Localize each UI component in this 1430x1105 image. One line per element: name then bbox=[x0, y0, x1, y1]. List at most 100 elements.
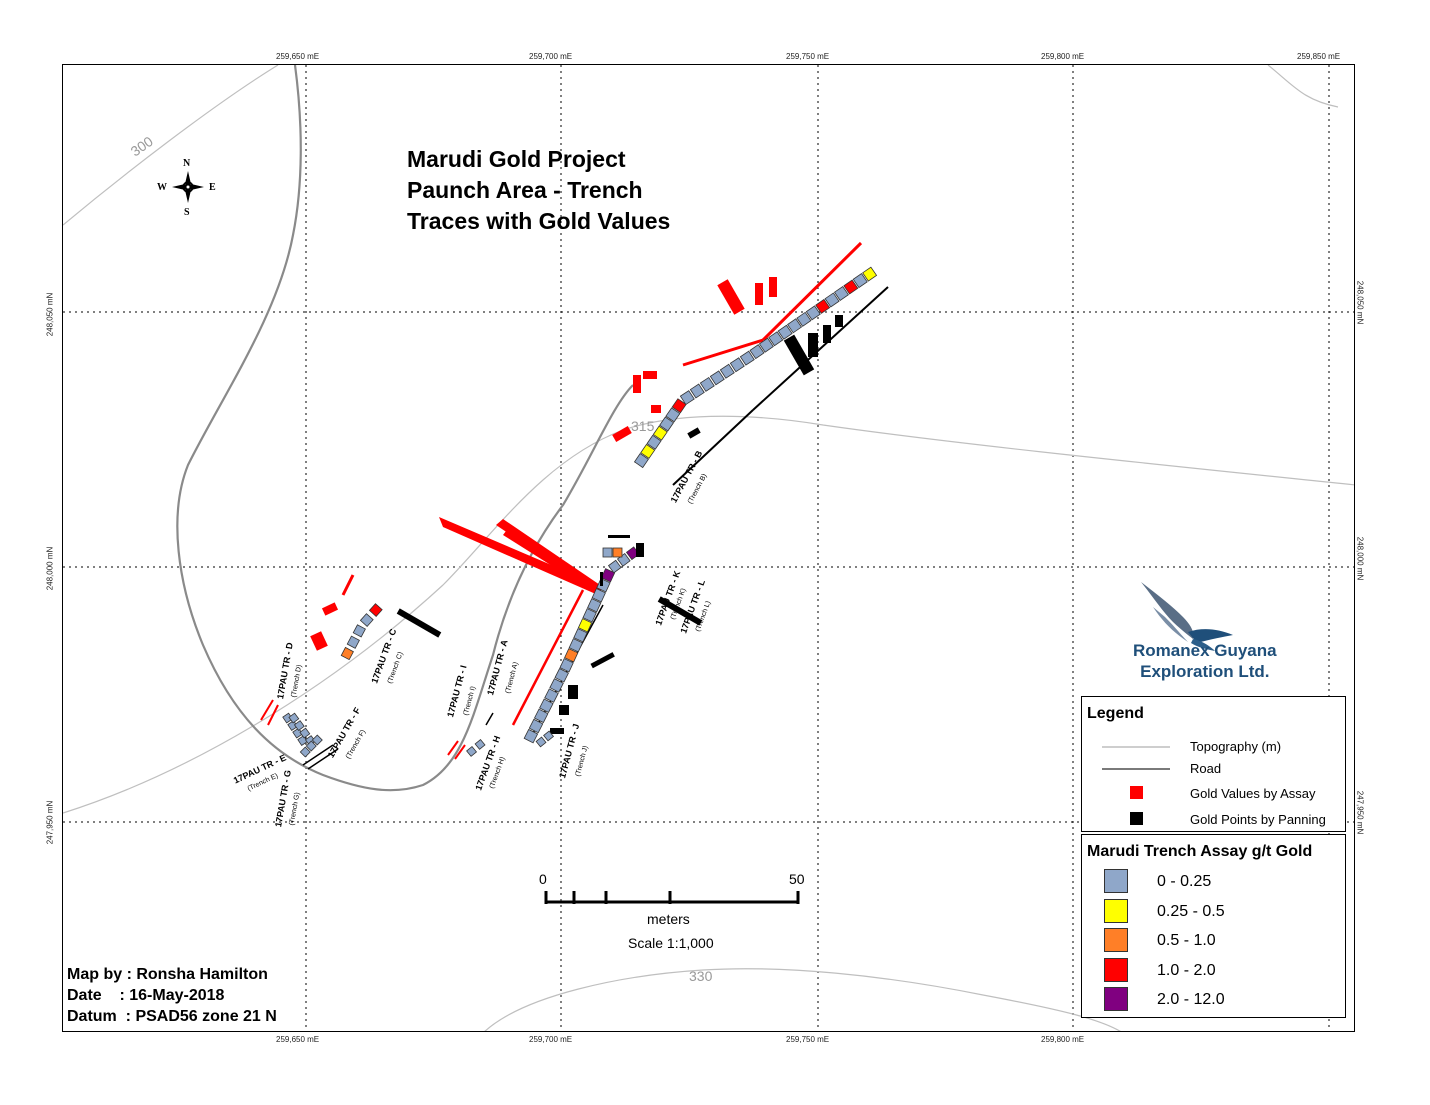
scale-bar-graphic bbox=[544, 891, 800, 904]
black-square-icon bbox=[1130, 812, 1143, 825]
trench-sample-square bbox=[564, 648, 579, 663]
trench-sample-square bbox=[652, 425, 668, 441]
contour-label-300: 300 bbox=[128, 133, 156, 160]
compass-icon bbox=[172, 171, 204, 203]
trench-west-samples bbox=[282, 712, 323, 758]
trench-sample-square bbox=[474, 738, 486, 750]
company-logo-text: Romanex Guyana Exploration Ltd. bbox=[1133, 640, 1277, 682]
scale-end-label: 50 bbox=[789, 871, 805, 887]
trench-sample-square bbox=[739, 350, 755, 366]
topography-line-icon bbox=[1102, 746, 1170, 748]
trench-sample-square bbox=[679, 390, 695, 406]
trench-sample-square bbox=[359, 613, 374, 627]
easting-label-top: 259,850 mE bbox=[1297, 52, 1341, 61]
trench-sample-square bbox=[796, 311, 812, 327]
map-title-line-1: Marudi Gold Project bbox=[407, 146, 626, 172]
northing-label-left: 248,050 mN bbox=[45, 292, 55, 337]
scale-ratio-label: Scale 1:1,000 bbox=[628, 935, 714, 951]
legend-panel: Legend Topography (m) Road Gold Values b… bbox=[1081, 696, 1346, 832]
trench-sample-square bbox=[833, 285, 849, 301]
assay-legend-panel: Marudi Trench Assay g/t Gold 0 - 0.25 0.… bbox=[1081, 834, 1346, 1018]
legend-label: Gold Values by Assay bbox=[1190, 786, 1316, 801]
trench-sample-square bbox=[573, 628, 588, 643]
eagle-logo-icon bbox=[1141, 582, 1233, 651]
trench-sample-square bbox=[671, 398, 687, 414]
map-frame: 300 315 330 bbox=[62, 64, 1355, 1032]
assay-class-label: 1.0 - 2.0 bbox=[1157, 962, 1216, 979]
compass-west-label: W bbox=[157, 182, 167, 193]
trench-sample-square bbox=[749, 344, 765, 360]
easting-label-top: 259,800 mE bbox=[1041, 52, 1085, 61]
trench-sample-square bbox=[523, 728, 539, 744]
trench-sample-square bbox=[535, 736, 547, 748]
trench-sample-square bbox=[729, 357, 745, 373]
easting-label-bottom: 259,700 mE bbox=[529, 1035, 573, 1044]
compass-south-label: S bbox=[184, 207, 190, 218]
trench-sample-square bbox=[612, 547, 623, 558]
company-name-line-1: Romanex Guyana bbox=[1133, 641, 1277, 660]
trench-sample-square bbox=[340, 646, 354, 661]
credit-datum: Datum : PSAD56 zone 21 N bbox=[67, 1008, 277, 1025]
trench-sample-square bbox=[719, 363, 735, 379]
trench-sample-square bbox=[805, 305, 821, 321]
easting-label-top: 259,750 mE bbox=[786, 52, 830, 61]
map-canvas: 300 315 330 bbox=[63, 65, 1354, 1031]
trench-sample-square bbox=[544, 688, 559, 703]
easting-label-top: 259,650 mE bbox=[276, 52, 320, 61]
easting-label-bottom: 259,750 mE bbox=[786, 1035, 830, 1044]
scale-bar: 0 50 meters Scale 1:1,000 bbox=[530, 868, 830, 958]
trench-sample-square bbox=[607, 559, 622, 574]
northing-label-left: 248,000 mN bbox=[45, 546, 55, 591]
assay-swatch bbox=[1104, 958, 1128, 982]
trench-sample-square bbox=[815, 298, 831, 314]
easting-label-bottom: 259,800 mE bbox=[1041, 1035, 1085, 1044]
contour-label-330: 330 bbox=[689, 968, 713, 984]
trench-j bbox=[535, 730, 555, 748]
credit-author: Map by : Ronsha Hamilton bbox=[67, 966, 268, 983]
easting-label-top: 259,700 mE bbox=[529, 52, 573, 61]
trench-sample-square bbox=[559, 658, 574, 673]
assay-legend-title: Marudi Trench Assay g/t Gold bbox=[1087, 843, 1313, 860]
trench-ih-samples bbox=[466, 738, 486, 757]
trench-sample-square bbox=[602, 547, 613, 558]
trench-j-samples bbox=[535, 730, 555, 748]
compass-north-label: N bbox=[183, 158, 191, 169]
trench-sample-square bbox=[293, 720, 305, 732]
assay-swatch bbox=[1104, 899, 1128, 923]
trench-sample-square bbox=[646, 434, 662, 450]
trench-sample-square bbox=[640, 443, 656, 459]
trench-sample-square bbox=[305, 740, 317, 752]
trench-sample-square bbox=[346, 635, 360, 649]
trench-sample-square bbox=[768, 331, 784, 347]
trench-sample-square bbox=[709, 370, 725, 386]
legend-label: Road bbox=[1190, 761, 1222, 776]
assay-class-label: 0.25 - 0.5 bbox=[1157, 903, 1225, 920]
assay-class-label: 0.5 - 1.0 bbox=[1157, 932, 1216, 949]
trench-sample-square bbox=[311, 734, 323, 746]
trench-sample-square bbox=[591, 588, 606, 603]
trench-sample-square bbox=[554, 668, 570, 683]
trench-sample-square bbox=[528, 718, 544, 734]
trench-sample-square bbox=[543, 730, 555, 742]
legend-title: Legend bbox=[1087, 705, 1144, 722]
trench-sample-square bbox=[843, 279, 859, 295]
trench-b bbox=[612, 241, 889, 486]
trench-sample-square bbox=[777, 324, 793, 340]
trench-sample-square bbox=[587, 598, 602, 613]
trench-sample-square bbox=[699, 376, 715, 392]
trench-west-cluster bbox=[260, 699, 339, 770]
trench-sample-square bbox=[852, 273, 868, 289]
map-credits: Map by : Ronsha Hamilton Date : 16-May-2… bbox=[67, 964, 277, 1027]
assay-class-label: 2.0 - 12.0 bbox=[1157, 991, 1225, 1008]
trench-sample-square bbox=[297, 735, 309, 746]
trench-sample-square bbox=[787, 318, 803, 334]
trench-sample-square bbox=[665, 407, 681, 423]
trench-sample-square bbox=[368, 603, 383, 617]
assay-swatch bbox=[1104, 928, 1128, 952]
trench-sample-square bbox=[288, 712, 300, 724]
assay-class-label: 0 - 0.25 bbox=[1157, 873, 1212, 890]
assay-swatch bbox=[1104, 987, 1128, 1011]
northing-label-right: 247,950 mN bbox=[1355, 790, 1365, 835]
red-square-icon bbox=[1130, 786, 1143, 799]
map-title: Marudi Gold Project Paunch Area - Trench… bbox=[407, 144, 670, 237]
